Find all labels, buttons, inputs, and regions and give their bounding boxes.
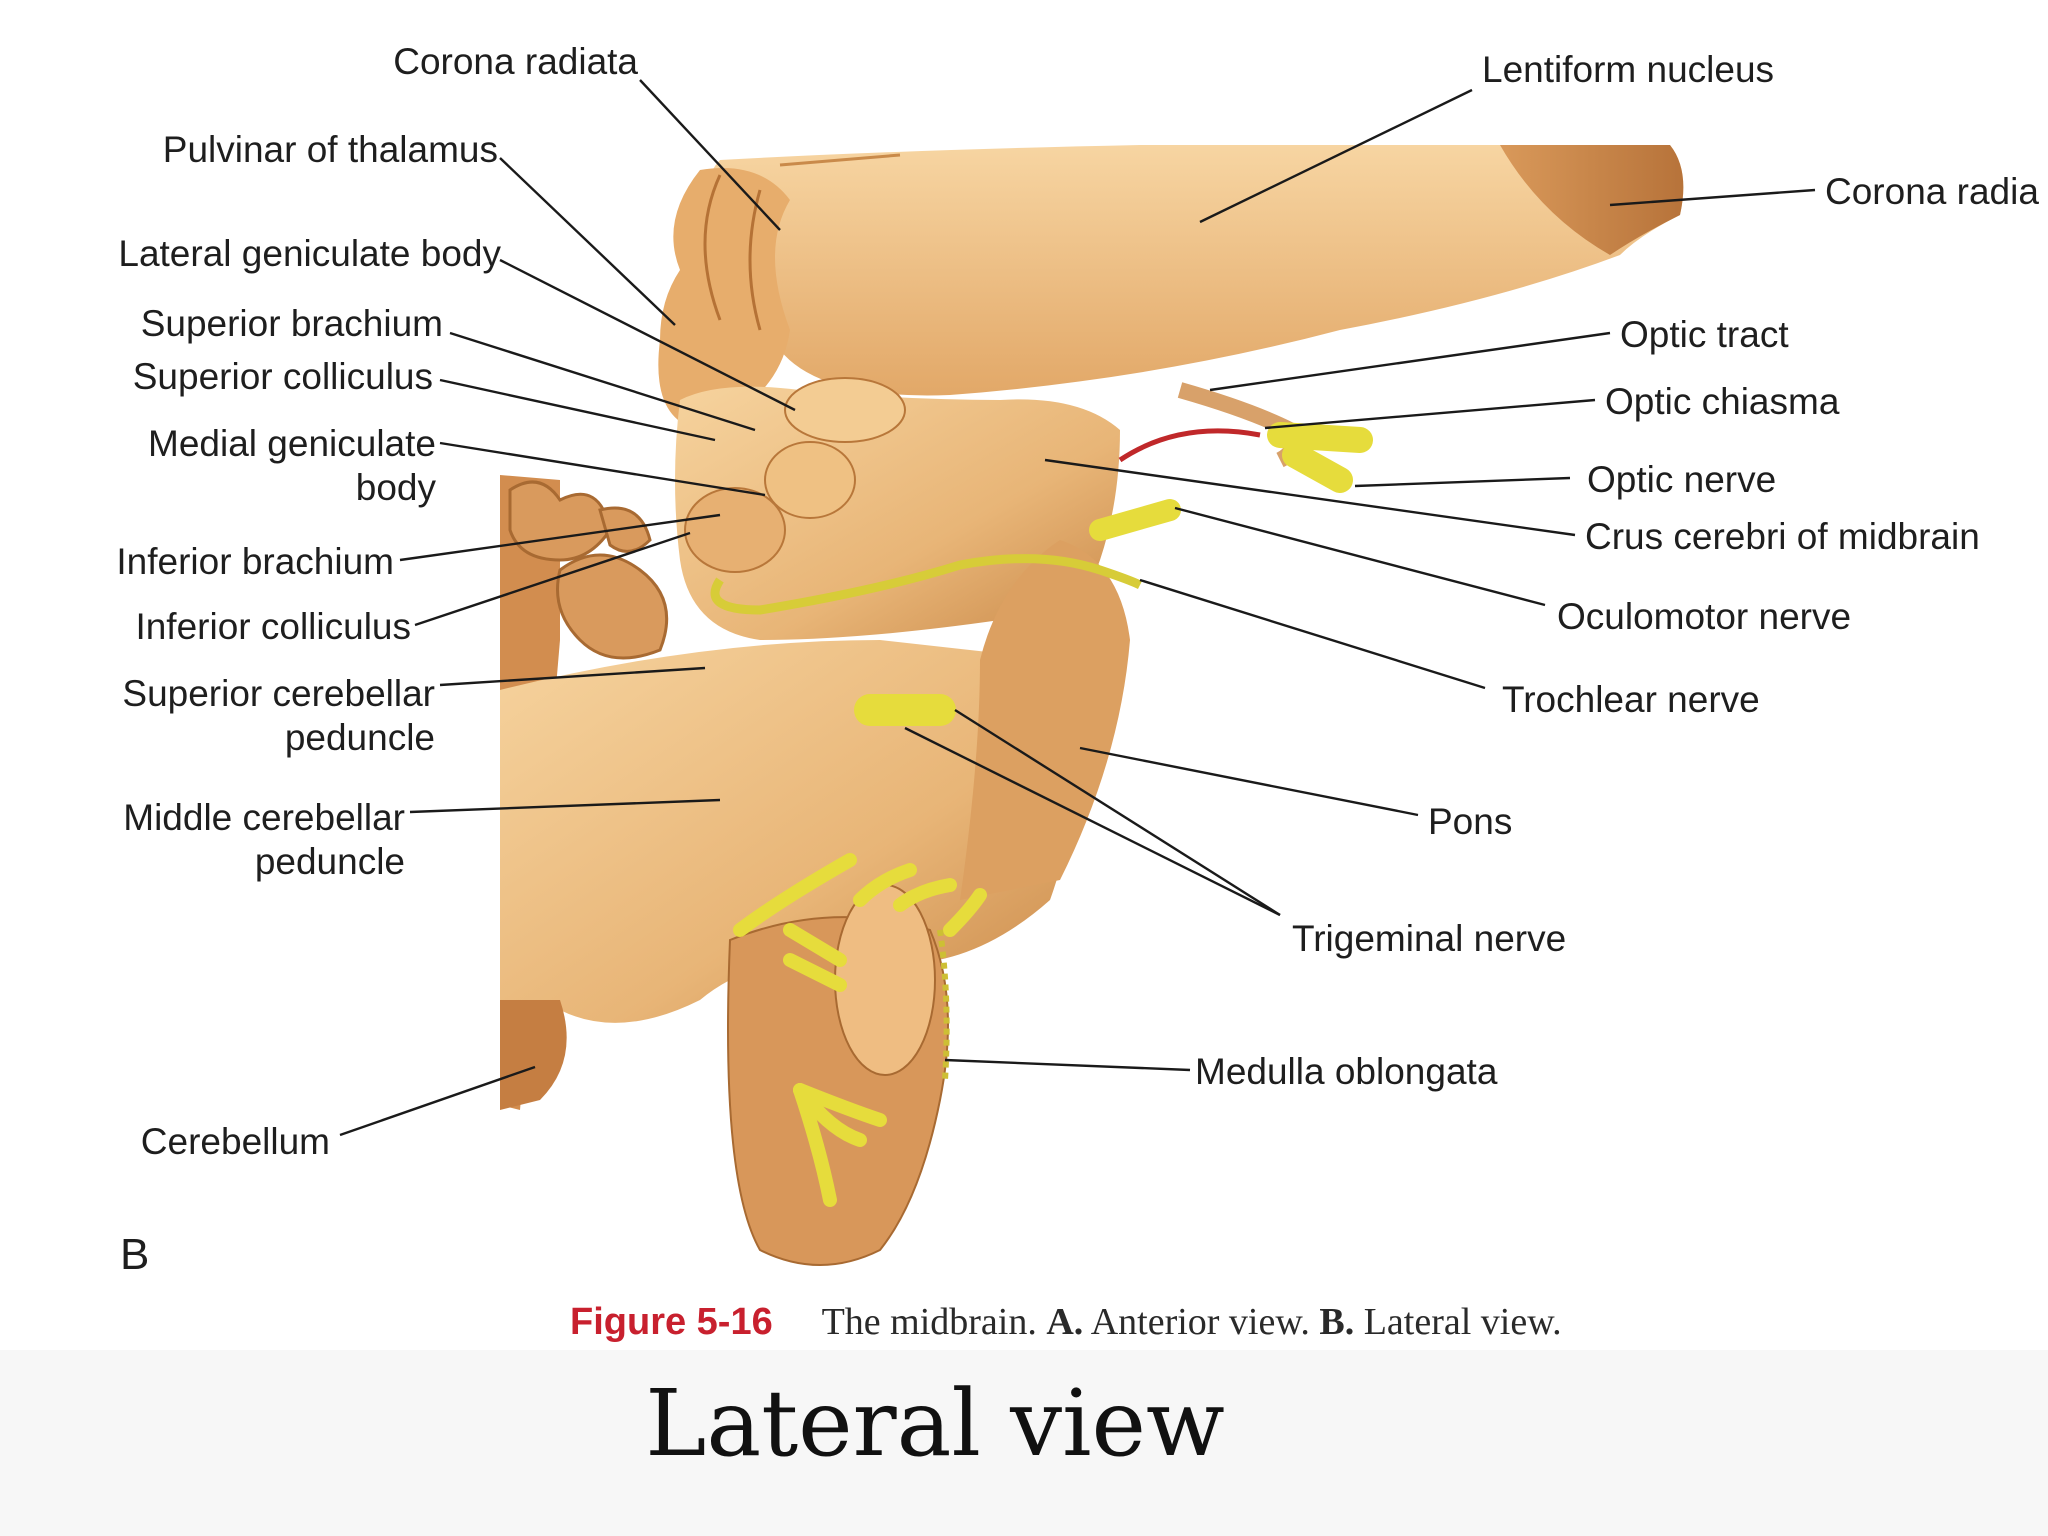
label-medulla-oblongata: Medulla oblongata: [1195, 1051, 1498, 1092]
label-trochlear-nerve: Trochlear nerve: [1502, 679, 1760, 720]
optic-nerve-shape: [1267, 422, 1373, 493]
slide-title: Lateral view: [645, 1370, 1225, 1477]
leader-trigeminal-1: [954, 708, 1281, 917]
trochlear-nerve-shape: [710, 554, 1143, 615]
label-corona-radiata-top: Corona radiata: [393, 41, 638, 82]
leader-medial-geniculate: [439, 441, 766, 497]
olive-shape: [834, 884, 936, 1076]
figure-caption: Figure 5-16 The midbrain. A. Anterior vi…: [570, 1300, 1562, 1344]
pons-shape: [960, 540, 1130, 900]
label-cerebellum: Cerebellum: [140, 1121, 330, 1162]
medial-geniculate-shape: [764, 441, 856, 519]
oculomotor-nerve-shape: [1089, 499, 1181, 541]
caption-a-label: A.: [1046, 1301, 1084, 1343]
leader-optic-nerve: [1354, 476, 1571, 488]
label-trigeminal-nerve: Trigeminal nerve: [1292, 918, 1567, 959]
caption-b-label: B.: [1319, 1301, 1355, 1343]
label-middle-cerebellar-peduncle-line2: peduncle: [254, 841, 405, 882]
leader-middle-cerebellar: [409, 798, 721, 814]
label-superior-colliculus: Superior colliculus: [132, 356, 433, 397]
leader-corona-radiata-right: [1609, 188, 1816, 207]
label-medial-geniculate-body-line1: Medial geniculate: [148, 423, 436, 464]
leader-pulvinar: [499, 157, 676, 326]
leader-trigeminal-2: [904, 726, 1281, 917]
label-medial-geniculate-body-line2: body: [355, 467, 436, 508]
leader-inferior-colliculus: [414, 531, 691, 627]
label-lentiform-nucleus: Lentiform nucleus: [1482, 49, 1775, 90]
leader-inferior-brachium: [399, 513, 721, 562]
label-middle-cerebellar-peduncle-line1: Middle cerebellar: [123, 797, 405, 838]
label-superior-brachium: Superior brachium: [140, 303, 443, 344]
label-superior-cerebellar-peduncle-line2: peduncle: [284, 717, 435, 758]
leader-corona-radiata-top: [639, 79, 781, 231]
caption-text-2: Anterior view.: [1090, 1301, 1310, 1343]
lentiform-nucleus-shape: [700, 145, 1684, 396]
leader-superior-colliculus: [439, 378, 716, 442]
label-optic-nerve: Optic nerve: [1587, 459, 1777, 500]
label-optic-chiasma: Optic chiasma: [1605, 381, 1840, 422]
label-oculomotor-nerve: Oculomotor nerve: [1557, 596, 1852, 637]
label-optic-tract: Optic tract: [1620, 314, 1789, 355]
caption-text-3: Lateral view.: [1363, 1301, 1562, 1343]
leader-lines: [339, 79, 1816, 1137]
label-lateral-geniculate-body: Lateral geniculate body: [118, 233, 501, 274]
inferior-colliculus-shape: [684, 487, 786, 573]
leader-crus-cerebri: [1044, 458, 1576, 537]
label-superior-cerebellar-peduncle-line1: Superior cerebellar: [122, 673, 435, 714]
cranial-nerve-roots: [733, 853, 987, 1207]
figure-number: Figure 5-16: [570, 1301, 773, 1343]
leader-medulla: [944, 1058, 1191, 1072]
label-pulvinar-of-thalamus: Pulvinar of thalamus: [162, 129, 498, 170]
label-inferior-colliculus: Inferior colliculus: [135, 606, 411, 647]
leader-superior-cerebellar: [439, 666, 706, 687]
leader-lentiform: [1199, 88, 1473, 224]
medulla-hypoglossal-rootlets: [937, 929, 950, 1081]
optic-chiasma-artery: [1118, 428, 1261, 463]
leader-lateral-geniculate: [499, 258, 796, 412]
label-corona-radiata-right: Corona radia: [1825, 171, 2039, 212]
middle-cerebellar-peduncle-shape: [500, 640, 1078, 1023]
superior-colliculus-shape: [784, 377, 906, 443]
leader-cerebellum: [339, 1065, 536, 1137]
leader-optic-chiasma: [1264, 398, 1596, 430]
thalamus-lobes: [658, 168, 790, 430]
leader-oculomotor: [1174, 506, 1546, 607]
leader-trochlear: [1139, 578, 1486, 690]
cerebellum-lower: [500, 1000, 567, 1110]
label-pons: Pons: [1428, 801, 1513, 842]
leader-superior-brachium: [449, 331, 756, 432]
leader-pons: [1079, 746, 1419, 817]
slide-footer-band: [0, 1350, 2048, 1536]
label-inferior-brachium: Inferior brachium: [116, 541, 394, 582]
corona-radiata-right-shape: [1500, 145, 1684, 255]
label-crus-cerebri-of-midbrain: Crus cerebri of midbrain: [1585, 516, 1980, 557]
caption-text-1: The midbrain.: [821, 1301, 1037, 1343]
leader-optic-tract: [1209, 331, 1611, 392]
figure-panel-letter: B: [120, 1230, 150, 1279]
